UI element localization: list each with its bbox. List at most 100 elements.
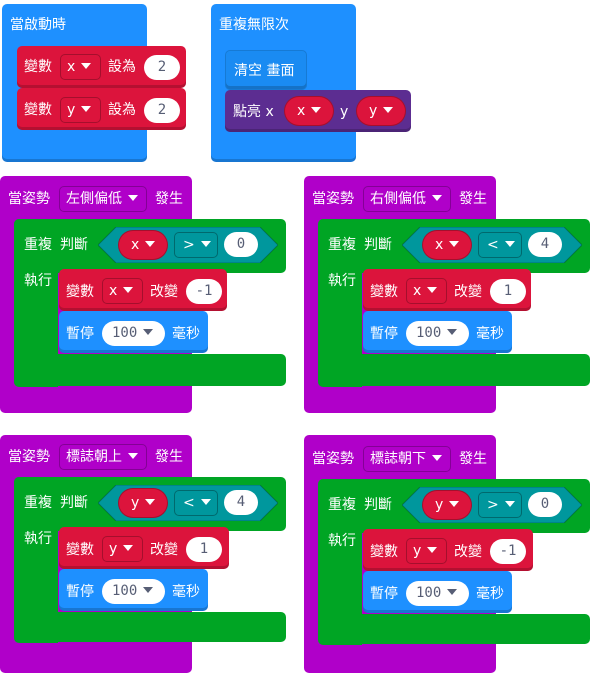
pause-value-dropdown[interactable]: 100: [406, 321, 469, 346]
set-x-label: 變數: [24, 59, 52, 75]
change-label: 變數: [66, 542, 94, 558]
pause-value-dropdown[interactable]: 100: [406, 581, 469, 606]
change-var-dropdown[interactable]: y: [406, 538, 447, 564]
change-var-name: y: [109, 541, 118, 557]
change-label: 變數: [370, 544, 398, 560]
change-var-dropdown[interactable]: y: [102, 536, 143, 562]
set-x-var-name: x: [67, 59, 76, 75]
compare-operator-dropdown[interactable]: <: [174, 490, 218, 516]
clear-screen-block[interactable]: [225, 50, 307, 90]
pause-value-dropdown[interactable]: 100: [102, 579, 165, 604]
chevron-down-icon: [145, 499, 155, 505]
while-label: 重複: [24, 495, 52, 511]
gesture-suffix: 發生: [459, 191, 487, 207]
compare-var[interactable]: x: [118, 230, 168, 260]
gesture-dropdown[interactable]: 右側偏低: [363, 186, 451, 212]
gesture-name: 標誌朝上: [66, 449, 122, 465]
plot-label: 點亮 x: [233, 104, 274, 120]
compare-operator: <: [487, 237, 499, 253]
chevron-down-icon: [447, 329, 458, 335]
chevron-down-icon: [447, 589, 458, 595]
pause-label: 暫停: [66, 326, 94, 342]
compare-var[interactable]: y: [118, 488, 168, 518]
chevron-down-icon: [427, 547, 438, 553]
do-label: 執行: [328, 533, 356, 549]
compare-value[interactable]: 0: [528, 492, 562, 517]
clear-screen-label: 清空 畫面: [234, 63, 295, 79]
while-label: 重複: [328, 237, 356, 253]
change-op: 改變: [150, 542, 178, 558]
gesture-event-label: 當姿勢: [312, 451, 354, 467]
compare-var-name: x: [131, 237, 140, 253]
change-op: 改變: [454, 284, 482, 300]
gesture-dropdown[interactable]: 左側偏低: [59, 186, 147, 212]
set-y-var-dropdown[interactable]: y: [60, 97, 101, 123]
change-var-name: x: [413, 283, 422, 299]
change-var-dropdown[interactable]: x: [406, 278, 447, 304]
compare-var[interactable]: y: [422, 490, 472, 520]
pause-value: 100: [416, 585, 442, 601]
pause-unit: 毫秒: [172, 326, 200, 342]
pause-label: 暫停: [66, 584, 94, 600]
set-y-var-name: y: [67, 102, 76, 118]
chevron-down-icon: [128, 195, 138, 201]
change-value[interactable]: -1: [490, 539, 526, 564]
change-var-dropdown[interactable]: x: [102, 278, 143, 304]
gesture-dropdown[interactable]: 標誌朝上: [59, 444, 147, 470]
plot-y-label: y: [340, 104, 349, 120]
while-loop-bottom: [318, 354, 590, 386]
do-label: 執行: [24, 531, 52, 547]
chevron-down-icon: [427, 287, 438, 293]
compare-var[interactable]: x: [422, 230, 472, 260]
gesture-event-label: 當姿勢: [312, 191, 354, 207]
pause-label: 暫停: [370, 326, 398, 342]
do-label: 執行: [328, 273, 356, 289]
chevron-down-icon: [128, 453, 138, 459]
set-y-op: 設為: [108, 102, 136, 118]
set-x-var-dropdown[interactable]: x: [60, 54, 101, 80]
compare-operator: >: [487, 497, 499, 513]
pause-unit: 毫秒: [476, 326, 504, 342]
change-value[interactable]: 1: [186, 537, 222, 562]
on-start-label: 當啟動時: [10, 17, 66, 33]
gesture-name: 左側偏低: [66, 191, 122, 207]
pause-value: 100: [112, 583, 138, 599]
chevron-down-icon: [200, 499, 211, 505]
gesture-suffix: 發生: [459, 451, 487, 467]
gesture-suffix: 發生: [155, 191, 183, 207]
change-var-name: x: [109, 283, 118, 299]
gesture-event-label: 當姿勢: [8, 449, 50, 465]
gesture-dropdown[interactable]: 標誌朝下: [363, 446, 451, 472]
change-value[interactable]: -1: [186, 279, 222, 304]
plot-x-var-name: x: [297, 103, 306, 119]
change-op: 改變: [454, 544, 482, 560]
compare-operator-dropdown[interactable]: >: [174, 232, 218, 258]
compare-value[interactable]: 0: [224, 232, 258, 257]
plot-y-var[interactable]: y: [356, 96, 406, 126]
chevron-down-icon: [504, 241, 515, 247]
chevron-down-icon: [145, 241, 155, 247]
set-x-value[interactable]: 2: [144, 55, 180, 80]
compare-operator: >: [183, 237, 195, 253]
gesture-event-label: 當姿勢: [8, 191, 50, 207]
plot-y-var-name: y: [369, 103, 378, 119]
compare-operator: <: [183, 495, 195, 511]
set-y-label: 變數: [24, 102, 52, 118]
while-cond-label: 判斷: [364, 497, 392, 513]
compare-var-name: y: [131, 495, 140, 511]
compare-value[interactable]: 4: [224, 490, 258, 515]
set-y-value[interactable]: 2: [144, 98, 180, 123]
compare-operator-dropdown[interactable]: >: [478, 492, 522, 518]
while-loop-bottom: [14, 354, 286, 386]
chevron-down-icon: [311, 107, 321, 113]
gesture-suffix: 發生: [155, 449, 183, 465]
compare-value[interactable]: 4: [528, 232, 562, 257]
compare-operator-dropdown[interactable]: <: [478, 232, 522, 258]
plot-x-var[interactable]: x: [284, 96, 334, 126]
change-value[interactable]: 1: [490, 279, 526, 304]
chevron-down-icon: [432, 455, 442, 461]
pause-value-dropdown[interactable]: 100: [102, 321, 165, 346]
pause-value: 100: [416, 325, 442, 341]
do-label: 執行: [24, 273, 52, 289]
